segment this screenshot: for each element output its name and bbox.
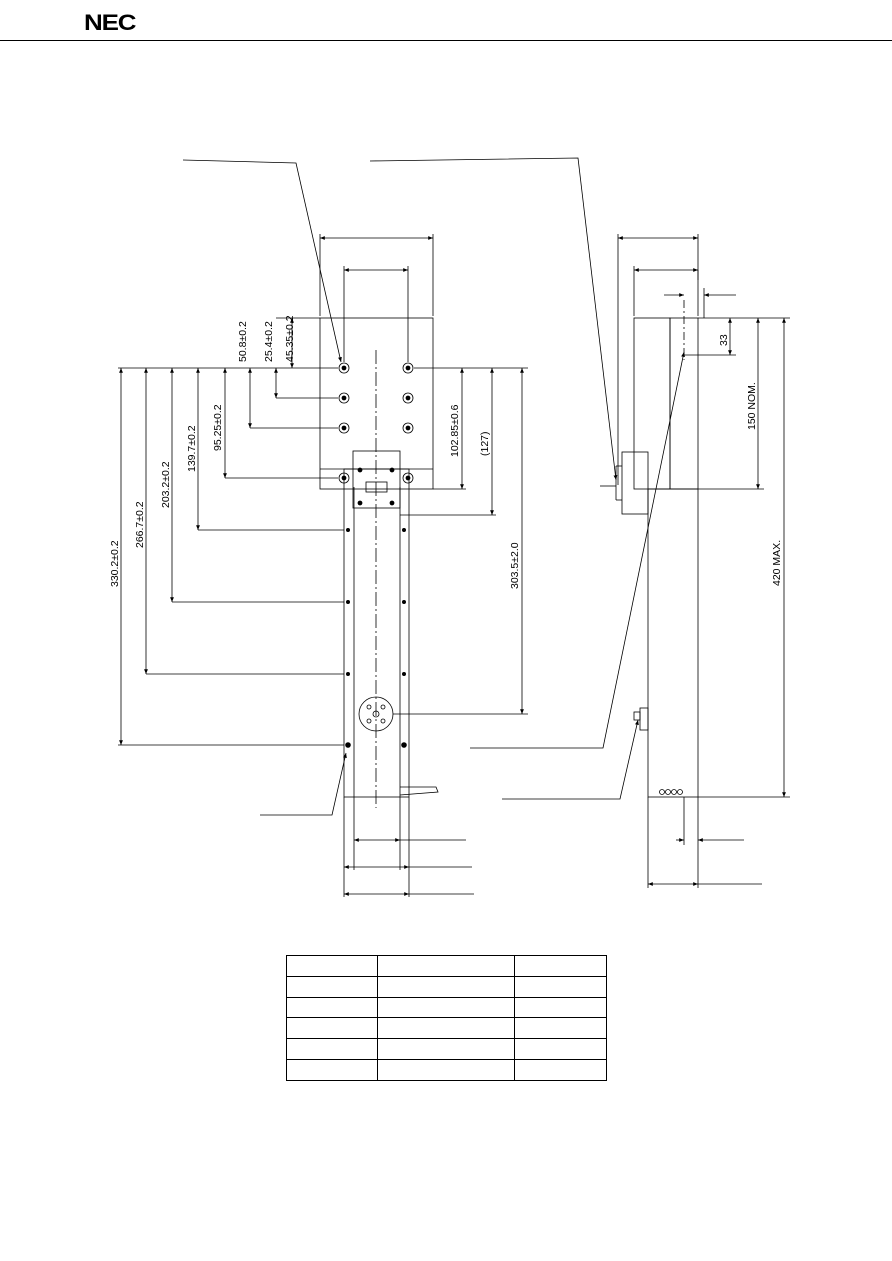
front-body-holes (345, 528, 407, 748)
front-connector-pins (366, 704, 386, 724)
table-cell (377, 975, 515, 998)
side-dimension-lines (369, 157, 790, 888)
side-view (600, 300, 699, 798)
table-cell (377, 996, 515, 1019)
table-cell (286, 996, 378, 1019)
spec-table-wrap (286, 955, 607, 1081)
table-row (286, 1058, 607, 1081)
front-dimension-lines (118, 159, 528, 897)
table-cell (514, 1058, 607, 1081)
table-cell (286, 1017, 378, 1040)
table-cell (514, 975, 607, 998)
front-waveguide-body (343, 468, 410, 798)
table-cell (286, 1058, 378, 1081)
dim-label-d10: (127) (479, 431, 491, 456)
table-cell (514, 1017, 607, 1040)
dim-label-d5: 139.7±0.2 (186, 425, 198, 472)
spec-table (286, 955, 607, 1081)
dim-label-d3: 45.35±0.2 (284, 315, 296, 362)
front-cable (399, 786, 439, 796)
table-row (286, 996, 607, 1019)
dim-label-420-max: 420 MAX. (771, 540, 783, 586)
table-cell (514, 1038, 607, 1060)
side-connector-tab (633, 711, 641, 721)
front-dimension-labels: 45.35±0.2 25.4±0.2 50.8±0.2 95.25±0.2 13… (109, 315, 521, 589)
table-row (286, 975, 607, 998)
front-coupler-block (352, 450, 401, 509)
table-row (286, 955, 607, 977)
side-waveguide-body (647, 488, 699, 798)
table-cell (286, 975, 378, 998)
table-cell (286, 955, 378, 977)
side-indicator-holes (659, 789, 683, 795)
dim-label-d8: 330.2±0.2 (109, 540, 121, 587)
table-cell (377, 1038, 515, 1060)
front-flange-plate (319, 317, 434, 490)
table-row (286, 1017, 607, 1040)
table-cell (377, 1017, 515, 1040)
dim-label-d7: 266.7±0.2 (134, 501, 146, 548)
dim-label-33: 33 (718, 334, 730, 346)
front-view (319, 317, 439, 808)
front-connector-center (372, 710, 380, 718)
table-cell (377, 955, 515, 977)
header-rule (0, 40, 892, 41)
front-coupler-slot (365, 481, 388, 493)
front-mounting-holes (338, 362, 414, 506)
side-connector (639, 707, 649, 731)
side-flange-block (633, 317, 671, 490)
dim-label-d11: 303.5±2.0 (509, 542, 521, 589)
dim-label-d4: 95.25±0.2 (212, 404, 224, 451)
table-cell (514, 955, 607, 977)
table-row (286, 1038, 607, 1060)
page-header: NEC (0, 0, 892, 42)
dim-label-d6: 203.2±0.2 (160, 461, 172, 508)
table-cell (514, 996, 607, 1019)
nec-logo: NEC (84, 10, 136, 35)
dim-label-d1: 50.8±0.2 (237, 321, 249, 362)
dim-label-d9: 102.85±0.6 (449, 404, 461, 457)
side-coupler-block (621, 451, 649, 515)
dim-label-150-nom: 150 NOM. (746, 382, 758, 430)
table-cell (286, 1038, 378, 1060)
dim-label-d2: 25.4±0.2 (263, 321, 275, 362)
side-dimension-labels: 33 150 NOM. 420 MAX. (718, 334, 783, 586)
table-cell (377, 1058, 515, 1081)
